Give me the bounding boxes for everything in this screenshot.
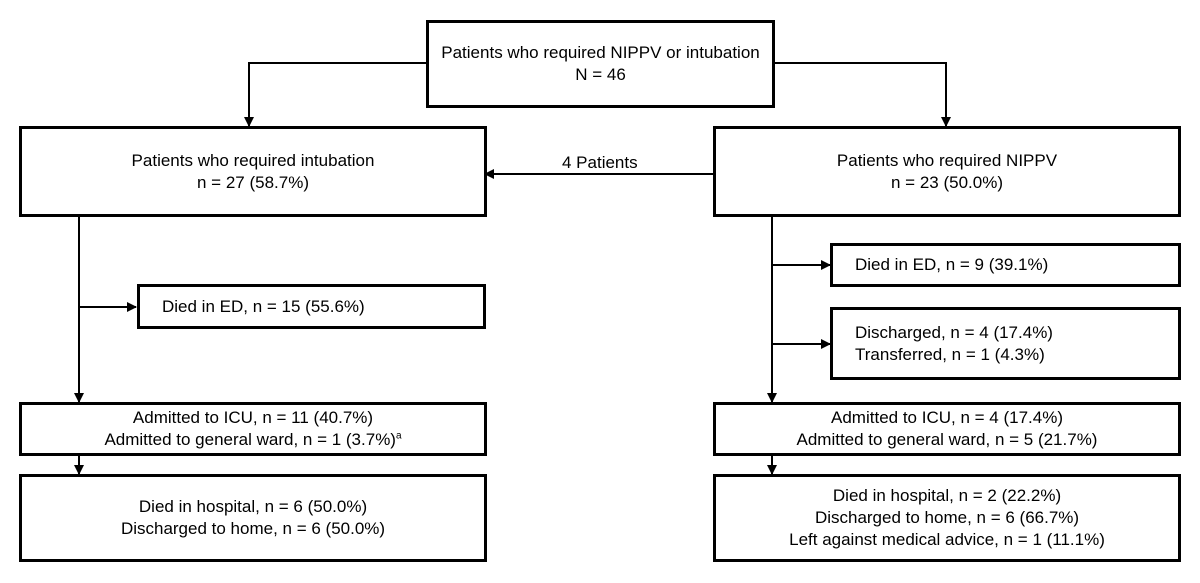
- intubation-admitted-ward-line: Admitted to general ward, n = 1 (3.7%)a: [104, 429, 401, 451]
- nippv-died-hospital: Died in hospital, n = 2 (22.2%): [832, 486, 1062, 505]
- arrow-top-to-intubation: [244, 62, 428, 127]
- top-box-title: Patients who required NIPPV or intubatio…: [441, 43, 760, 62]
- intubation-count: n = 27 (58.7%): [197, 172, 309, 192]
- nippv-admitted-ward: Admitted to general ward, n = 5 (21.7%): [796, 430, 1098, 449]
- intubation-admitted-box: Admitted to ICU, n = 11 (40.7%) Admitted…: [19, 402, 487, 456]
- nippv-outcome-box: Died in hospital, n = 2 (22.2%) Discharg…: [713, 474, 1181, 562]
- intubation-title: Patients who required intubation: [131, 150, 375, 170]
- intubation-admitted-icu: Admitted to ICU, n = 11 (40.7%): [132, 408, 374, 427]
- nippv-died-ed-box: Died in ED, n = 9 (39.1%): [830, 243, 1181, 287]
- arrow-top-to-nippv: [772, 62, 951, 127]
- nippv-title: Patients who required NIPPV: [836, 150, 1058, 170]
- top-box-total-patients: Patients who required NIPPV or intubatio…: [426, 20, 775, 108]
- nippv-died-ed: Died in ED, n = 9 (39.1%): [855, 255, 1049, 274]
- nippv-admitted-box: Admitted to ICU, n = 4 (17.4%) Admitted …: [713, 402, 1181, 456]
- nippv-left-ama: Left against medical advice, n = 1 (11.1…: [789, 530, 1105, 549]
- nippv-discharged-home: Discharged to home, n = 6 (66.7%): [814, 508, 1080, 527]
- intubation-died-ed-box: Died in ED, n = 15 (55.6%): [137, 284, 486, 329]
- nippv-box: Patients who required NIPPV n = 23 (50.0…: [713, 126, 1181, 217]
- top-box-count: N = 46: [575, 65, 626, 84]
- nippv-admitted-icu: Admitted to ICU, n = 4 (17.4%): [831, 408, 1063, 427]
- intubation-discharged-home: Discharged to home, n = 6 (50.0%): [120, 519, 386, 538]
- intubation-admitted-ward: Admitted to general ward, n = 1 (3.7%): [104, 430, 396, 449]
- nippv-discharged-transferred-box: Discharged, n = 4 (17.4%) Transferred, n…: [830, 307, 1181, 380]
- nippv-count: n = 23 (50.0%): [891, 172, 1003, 192]
- intubation-outcome-box: Died in hospital, n = 6 (50.0%) Discharg…: [19, 474, 487, 562]
- intubation-died-hospital: Died in hospital, n = 6 (50.0%): [138, 497, 368, 516]
- intubation-box: Patients who required intubation n = 27 …: [19, 126, 487, 217]
- footnote-marker: a: [395, 430, 402, 442]
- nippv-discharged: Discharged, n = 4 (17.4%): [855, 322, 1053, 342]
- nippv-transferred: Transferred, n = 1 (4.3%): [855, 344, 1045, 364]
- intubation-died-ed: Died in ED, n = 15 (55.6%): [162, 296, 365, 316]
- crossover-label: 4 Patients: [562, 153, 638, 172]
